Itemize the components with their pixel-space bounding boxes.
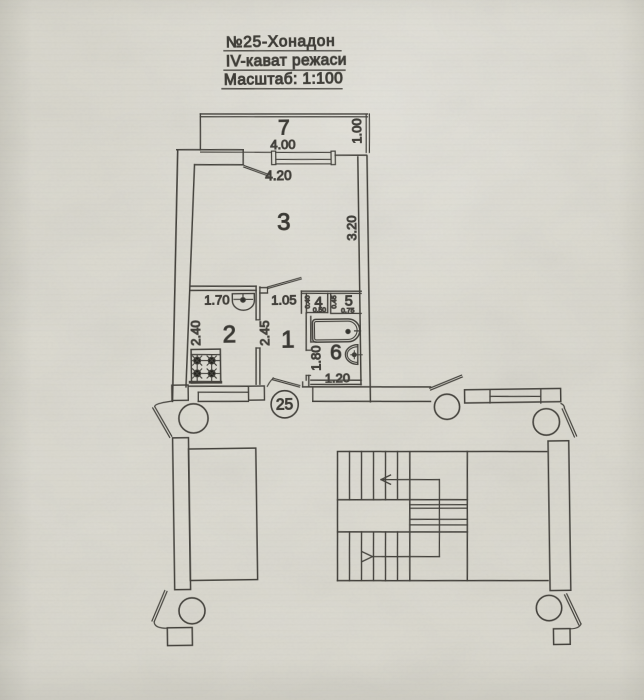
svg-text:Масштаб: 1:100: Масштаб: 1:100 [224, 70, 344, 89]
svg-text:1.05: 1.05 [271, 292, 297, 307]
svg-text:IV-кават режаси: IV-кават режаси [226, 52, 347, 71]
svg-text:2.40: 2.40 [188, 320, 203, 346]
svg-text:5: 5 [345, 293, 353, 309]
svg-text:7: 7 [278, 116, 290, 139]
svg-text:2.45: 2.45 [257, 320, 272, 346]
svg-text:0.50: 0.50 [313, 307, 327, 314]
svg-text:1.80: 1.80 [308, 345, 323, 371]
svg-text:1.20: 1.20 [325, 370, 351, 385]
svg-text:3.20: 3.20 [344, 215, 359, 241]
svg-text:4: 4 [314, 295, 322, 311]
svg-text:0.40: 0.40 [305, 295, 312, 309]
svg-text:0.45: 0.45 [331, 295, 338, 309]
svg-text:№25-Хонадон: №25-Хонадон [226, 33, 336, 52]
svg-text:25: 25 [276, 397, 293, 414]
svg-text:4.00: 4.00 [270, 137, 296, 152]
svg-text:0.75: 0.75 [341, 307, 355, 314]
svg-text:6: 6 [330, 341, 342, 364]
svg-text:1: 1 [281, 326, 295, 353]
svg-text:2: 2 [223, 321, 237, 348]
svg-text:3: 3 [277, 209, 291, 236]
svg-text:1.70: 1.70 [204, 292, 230, 307]
svg-text:4.20: 4.20 [265, 168, 291, 183]
svg-text:1.00: 1.00 [349, 118, 364, 144]
